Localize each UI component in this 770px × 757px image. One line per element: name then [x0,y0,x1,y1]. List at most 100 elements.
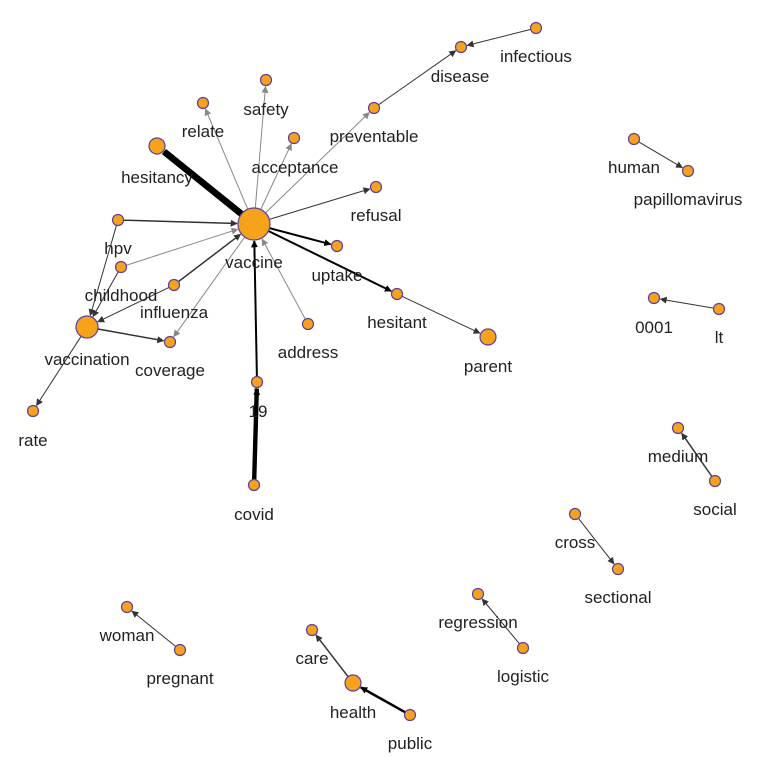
node-hpv[interactable] [111,213,125,227]
node-logistic[interactable] [516,641,530,655]
edge-vaccine-to-relate [204,108,249,210]
node-label-vaccine: vaccine [225,253,283,272]
node-0001[interactable] [647,291,661,305]
node-human[interactable] [627,132,641,146]
node-lt[interactable] [712,302,726,316]
edge-address-to-vaccine [261,238,306,320]
node-regression[interactable] [471,587,485,601]
node-label-childhood: childhood [85,286,158,305]
node-safety[interactable] [259,73,273,87]
node-sectional[interactable] [611,562,625,576]
node-label-lt: lt [715,328,724,347]
node-label-0001: 0001 [635,318,673,337]
edge-social-to-medium [681,432,713,477]
node-health[interactable] [344,674,362,692]
node-label-coverage: coverage [135,361,205,380]
edge-vaccine-to-hesitancy [161,149,244,217]
node-care[interactable] [305,623,319,637]
node-preventable[interactable] [367,101,381,115]
edge-vaccine-to-preventable [265,112,370,214]
edge-covid-to-19 [252,387,261,480]
edge-influenza-to-vaccination [97,286,170,323]
node-label-covid: covid [234,505,274,524]
edge-hesitant-to-parent [401,295,481,334]
node-public[interactable] [403,708,417,722]
edge-vaccination-to-coverage [97,328,165,344]
node-covid[interactable] [247,478,261,492]
node-label-parent: parent [464,357,512,376]
node-label-infectious: infectious [500,47,572,66]
edge-vaccine-to-hesitant [267,230,392,292]
node-label-refusal: refusal [350,206,401,225]
edge-hpv-to-vaccination [88,225,117,317]
edge-health-to-care [315,634,349,678]
node-infectious[interactable] [529,21,543,35]
node-label-influenza: influenza [140,303,209,322]
node-papillomavirus[interactable] [681,164,695,178]
node-label-acceptance: acceptance [252,158,339,177]
node-uptake[interactable] [330,239,344,253]
node-influenza[interactable] [167,278,181,292]
node-label-uptake: uptake [311,266,362,285]
node-label-papillomavirus: papillomavirus [634,190,743,209]
node-label-vaccination: vaccination [44,350,129,369]
node-label-public: public [388,734,433,753]
edge-vaccine-to-coverage [173,236,246,338]
node-label-relate: relate [182,122,225,141]
node-refusal[interactable] [369,180,383,194]
node-label-medium: medium [648,447,708,466]
edge-vaccination-to-rate [36,336,82,407]
node-social[interactable] [708,474,722,488]
node-medium[interactable] [671,421,685,435]
node-cross[interactable] [568,507,582,521]
edges-layer [36,28,714,714]
edge-preventable-to-disease [378,50,457,106]
node-label-regression: regression [438,613,517,632]
node-label-sectional: sectional [584,588,651,607]
node-label-care: care [295,649,328,668]
node-rate[interactable] [26,404,40,418]
node-label-hesitant: hesitant [367,313,427,332]
edge-influenza-to-vaccine [177,233,242,283]
edge-infectious-to-disease [466,28,531,48]
node-relate[interactable] [196,96,210,110]
edge-human-to-papillomavirus [638,141,684,169]
node-label-health: health [330,703,376,722]
node-label-logistic: logistic [497,667,549,686]
node-pregnant[interactable] [173,643,187,657]
edge-vaccine-to-safety [254,85,269,209]
node-label-disease: disease [431,67,490,86]
node-vaccine[interactable] [237,207,271,241]
node-label-rate: rate [18,431,47,450]
edge-vaccine-to-uptake [269,227,332,247]
node-hesitancy[interactable] [148,137,166,155]
node-acceptance[interactable] [287,131,301,145]
node-parent[interactable] [479,328,497,346]
node-address[interactable] [301,317,315,331]
edge-cross-to-sectional [578,517,615,565]
node-coverage[interactable] [163,335,177,349]
node-label-preventable: preventable [330,127,419,146]
node-woman[interactable] [120,600,134,614]
node-childhood[interactable] [114,260,128,274]
node-label-hesitancy: hesitancy [121,168,193,187]
node-disease[interactable] [454,40,468,54]
labels-layer: vaccine hesitancy relate safety acceptance pr… [18,47,742,753]
node-label-human: human [608,158,660,177]
edge-childhood-to-vaccine [126,227,239,266]
edge-vaccine-to-refusal [269,187,371,220]
node-label-cross: cross [555,533,596,552]
edge-pregnant-to-woman [131,610,177,647]
node-label-woman: woman [99,626,155,645]
node-hesitant[interactable] [390,287,404,301]
node-label-social: social [693,500,736,519]
node-19[interactable] [250,375,264,389]
nodes-layer [26,21,726,722]
edge-public-to-health [360,686,406,714]
edge-19-to-vaccine [250,240,258,377]
edge-hpv-to-vaccine [123,219,238,227]
node-label-safety: safety [243,100,289,119]
node-vaccination[interactable] [75,315,99,339]
